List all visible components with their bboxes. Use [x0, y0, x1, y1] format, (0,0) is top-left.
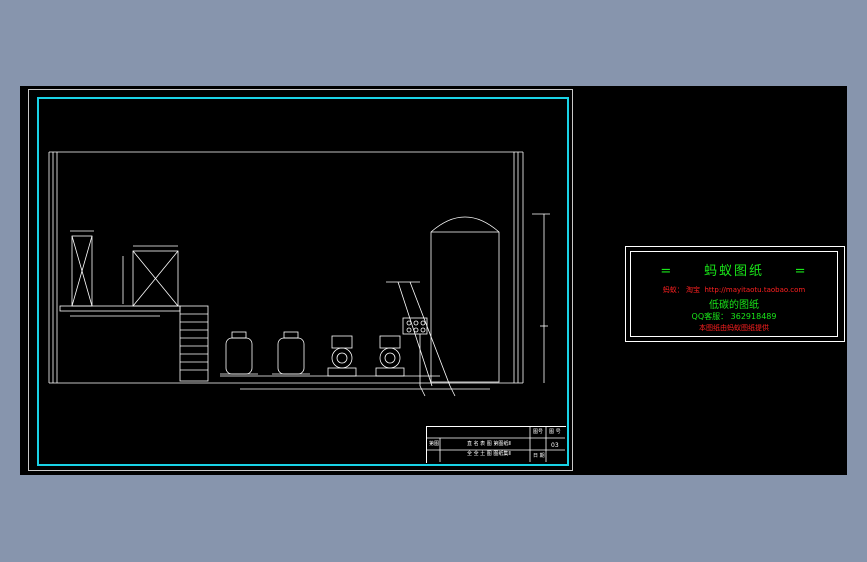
sheet-outer-border	[28, 89, 573, 471]
stamp-line-1: 蚂蚁： 淘宝 http://mayitaotu.taobao.com	[631, 285, 837, 295]
stamp-line1-shop: 淘宝	[686, 286, 701, 294]
stamp-line1-label: 蚂蚁：	[662, 286, 684, 294]
title-block: 直 名 表 图 第图纸Ⅱ 全 全 土 图 图纸集Ⅱ 第图 图号 图 号 03 日…	[426, 426, 566, 463]
stamp-title: 蚂蚁图纸	[703, 264, 764, 279]
watermark-stamp-inner: = 蚂蚁图纸 = 蚂蚁： 淘宝 http://mayitaotu.taobao.…	[630, 251, 838, 337]
titleblock-row2: 全 全 土 图 图纸集Ⅱ	[467, 451, 511, 457]
sheet-frame-border	[37, 97, 569, 466]
stamp-line-3: QQ客服： 362918489	[691, 312, 777, 321]
titleblock-row1: 直 名 表 图 第图纸Ⅱ	[467, 441, 511, 447]
stamp-line-2: 低碳的图纸	[709, 300, 759, 311]
pump-station-elevation-drawing	[48, 151, 565, 462]
titleblock-cell-value: 03	[551, 442, 559, 449]
titleblock-cell-label-2: 图 号	[549, 429, 561, 435]
stamp-title-right: =	[794, 264, 808, 279]
stamp-line1-url: http://mayitaotu.taobao.com	[704, 286, 806, 294]
stamp-title-left: =	[660, 264, 674, 279]
watermark-stamp: = 蚂蚁图纸 = 蚂蚁： 淘宝 http://mayitaotu.taobao.…	[625, 246, 845, 342]
stamp-line-4: 本图纸由蚂蚁图纸提供	[699, 324, 769, 332]
titleblock-cell-blank: 日 期	[533, 453, 545, 459]
titleblock-row3: 第图	[429, 441, 440, 447]
cad-canvas[interactable]: 直 名 表 图 第图纸Ⅱ 全 全 土 图 图纸集Ⅱ 第图 图号 图 号 03 日…	[20, 86, 847, 475]
titleblock-cell-label-1: 图号	[533, 429, 544, 435]
stamp-title-row: = 蚂蚁图纸 =	[631, 260, 837, 279]
